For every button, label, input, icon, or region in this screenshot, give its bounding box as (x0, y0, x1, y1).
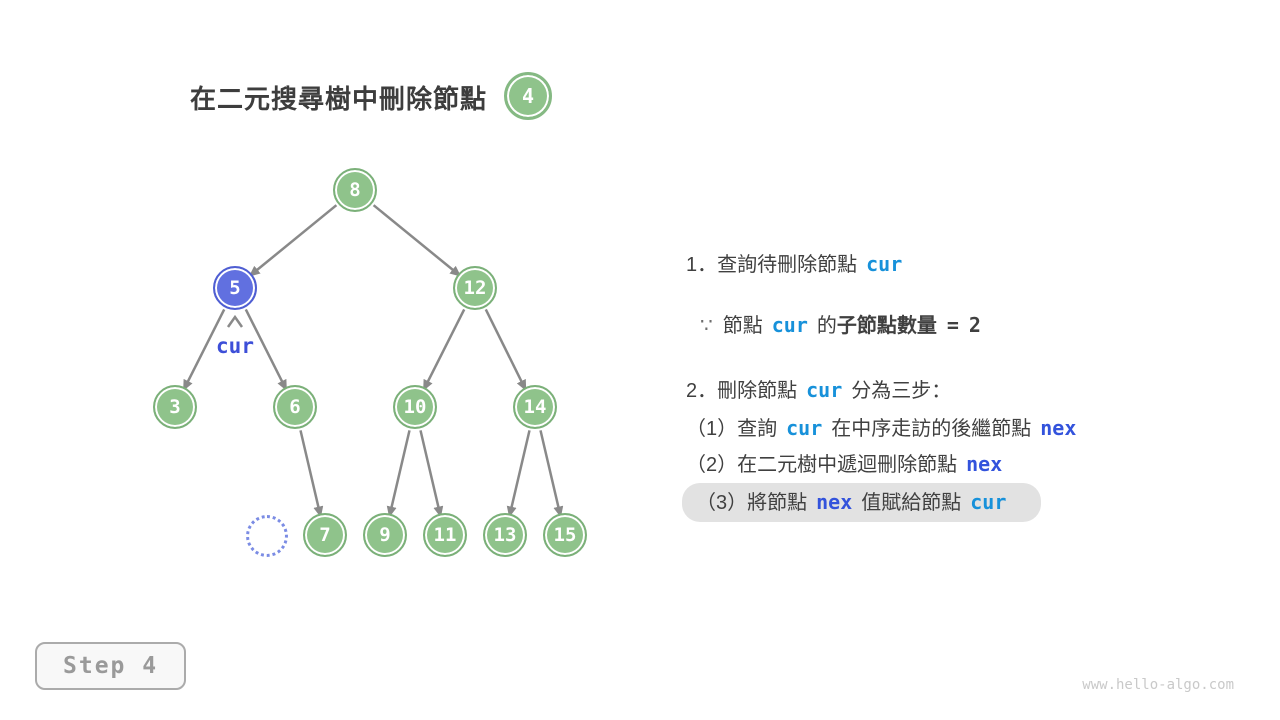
equals-sign: = (946, 313, 959, 337)
note-line-4: （1）查詢 cur 在中序走訪的後繼節點 nex (686, 414, 1085, 443)
tree-node-8: 8 (333, 168, 377, 212)
cur-pointer-label: cur (216, 334, 254, 358)
note-6-text-a: （3）將節點 (696, 492, 808, 514)
note-line-2: ∵ 節點 cur 的子節點數量 = 2 (686, 311, 981, 340)
tree-node-11: 11 (423, 513, 467, 557)
note-line-1: 1．查詢待刪除節點 cur (686, 250, 911, 279)
tree-node-3: 3 (153, 385, 197, 429)
note-1-text: 1．查詢待刪除節點 (686, 254, 858, 276)
cur-code: cur (786, 416, 823, 440)
note-line-6: （3）將節點 nex 值賦給節點 cur (696, 488, 1015, 517)
nex-code: nex (816, 490, 853, 514)
nex-code: nex (966, 452, 1003, 476)
cur-code: cur (970, 490, 1007, 514)
child-count-value: 2 (968, 313, 981, 337)
cur-code: cur (866, 252, 903, 276)
note-4-text-a: （1）查詢 (686, 418, 778, 440)
note-5-text-a: （2）在二元樹中遞迴刪除節點 (686, 454, 958, 476)
note-line-3: 2．刪除節點 cur 分為三步： (686, 376, 951, 405)
cur-pointer-caret-icon (226, 314, 244, 328)
title-count-badge: 4 (504, 72, 552, 120)
cur-code: cur (771, 313, 808, 337)
note-2-bold: 子節點數量 (836, 315, 937, 337)
tree-node-5-current: 5 (213, 266, 257, 310)
tree-node-14: 14 (513, 385, 557, 429)
watermark: www.hello-algo.com (1082, 677, 1234, 693)
tree-node-9: 9 (363, 513, 407, 557)
removed-node-placeholder (246, 515, 288, 557)
note-3-text-b: 分為三步： (851, 380, 952, 402)
because-icon: ∵ (700, 315, 713, 337)
cur-code: cur (806, 378, 843, 402)
step-indicator: Step 4 (35, 642, 187, 690)
page-title: 在二元搜尋樹中刪除節點 (190, 84, 488, 114)
tree-node-7: 7 (303, 513, 347, 557)
note-line-5: （2）在二元樹中遞迴刪除節點 nex (686, 450, 1011, 479)
tree-node-6: 6 (273, 385, 317, 429)
note-2-text-b: 的 (816, 315, 837, 337)
tree-node-13: 13 (483, 513, 527, 557)
tree-node-12: 12 (453, 266, 497, 310)
nex-code: nex (1040, 416, 1077, 440)
note-6-text-b: 值賦給節點 (861, 492, 962, 514)
note-line-6-highlight: （3）將節點 nex 值賦給節點 cur (682, 483, 1042, 522)
tree-node-15: 15 (543, 513, 587, 557)
note-2-text-a: 節點 (722, 315, 763, 337)
note-3-text-a: 2．刪除節點 (686, 380, 798, 402)
note-4-text-b: 在中序走訪的後繼節點 (831, 418, 1032, 440)
tree-node-10: 10 (393, 385, 437, 429)
